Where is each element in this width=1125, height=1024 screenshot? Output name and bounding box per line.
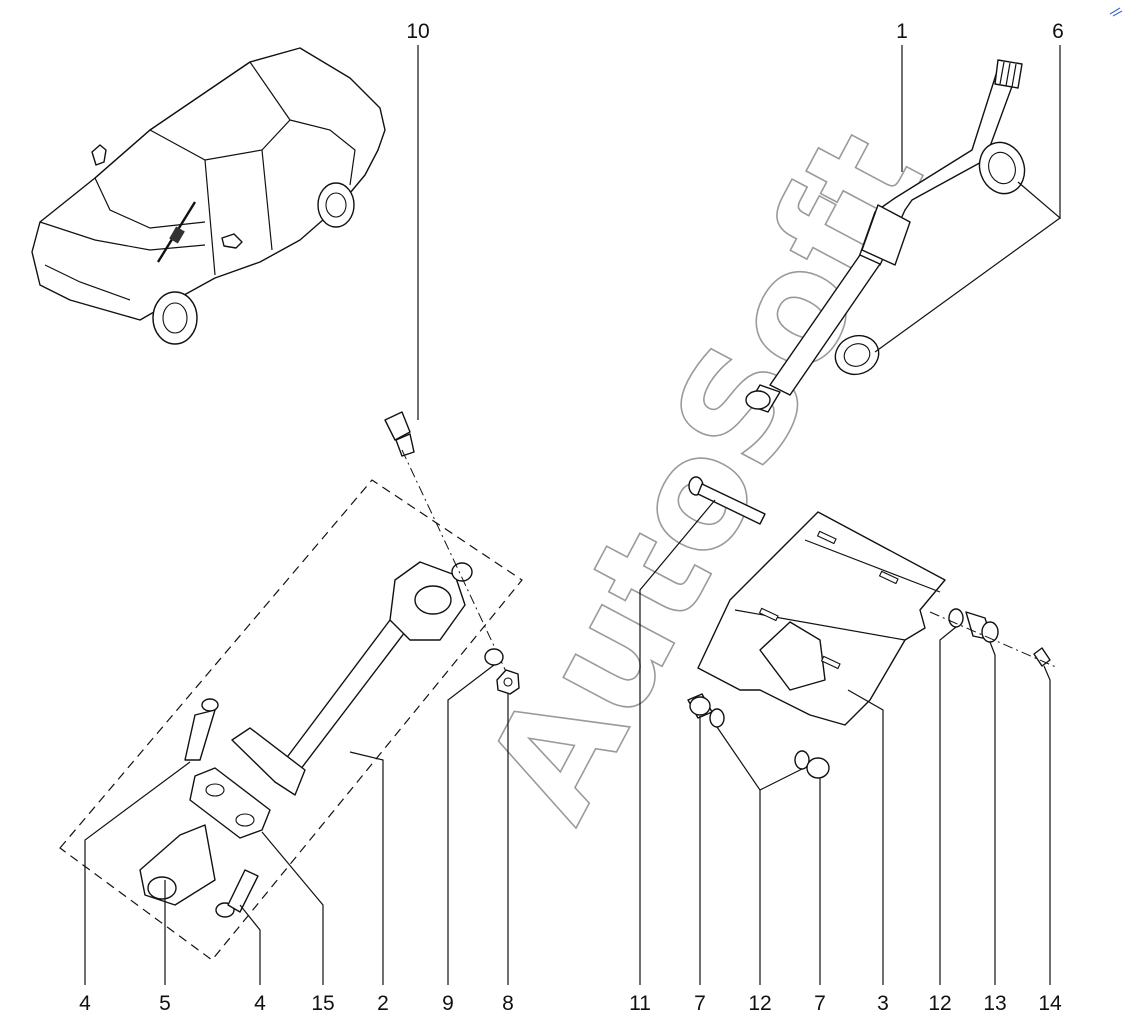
coupling-yoke: [139, 824, 216, 906]
washer-left: [709, 708, 725, 728]
washer-nut-washer: [484, 648, 504, 666]
callout-12-right: 12: [928, 992, 951, 1015]
callout-13: 13: [983, 992, 1006, 1015]
callout-5: 5: [159, 992, 171, 1015]
intermediate-shaft: [231, 561, 473, 796]
callout-10: 10: [406, 20, 429, 43]
corner-mark: [1109, 7, 1123, 17]
bush-right: [806, 757, 830, 779]
bush-left: [687, 693, 713, 719]
callout-7-right: 7: [814, 992, 826, 1015]
callout-3: 3: [877, 992, 889, 1015]
leader-lines: [84, 45, 1061, 985]
callout-11: 11: [629, 992, 651, 1015]
intermediate-shaft-group-outline: [59, 479, 523, 961]
callout-4-right: 4: [254, 992, 266, 1015]
shaft-bush-upper: [978, 141, 1026, 195]
hex-nut: [496, 669, 520, 695]
adjuster-nut: [965, 611, 999, 643]
washer-right: [948, 608, 964, 628]
callout-2: 2: [377, 992, 389, 1015]
callout-4-left: 4: [79, 992, 91, 1015]
callout-7-left: 7: [694, 992, 706, 1015]
car-location-sketch: [31, 47, 386, 345]
bracket-bolt: [688, 476, 766, 525]
callout-12-left: 12: [748, 992, 771, 1015]
callout-8: 8: [502, 992, 514, 1015]
callout-labels: 10 1 6 4 5 4 15 2 9 8 11 7 12 7 3 12 13 …: [79, 20, 1064, 1015]
callout-6: 6: [1052, 20, 1064, 43]
callout-9: 9: [442, 992, 454, 1015]
callout-1: 1: [896, 20, 908, 43]
column-mounting-bracket: [697, 511, 946, 726]
callout-15: 15: [311, 992, 334, 1015]
shaft-bush-lower: [834, 334, 880, 376]
coupling-bolt-lower: [215, 869, 259, 918]
steering-shaft: [745, 59, 1023, 413]
clamp-bolt: [384, 411, 415, 457]
callout-14: 14: [1038, 992, 1062, 1015]
clip: [1033, 647, 1051, 667]
coupling-bolt-upper: [184, 698, 219, 761]
flexible-coupling: [189, 767, 271, 839]
